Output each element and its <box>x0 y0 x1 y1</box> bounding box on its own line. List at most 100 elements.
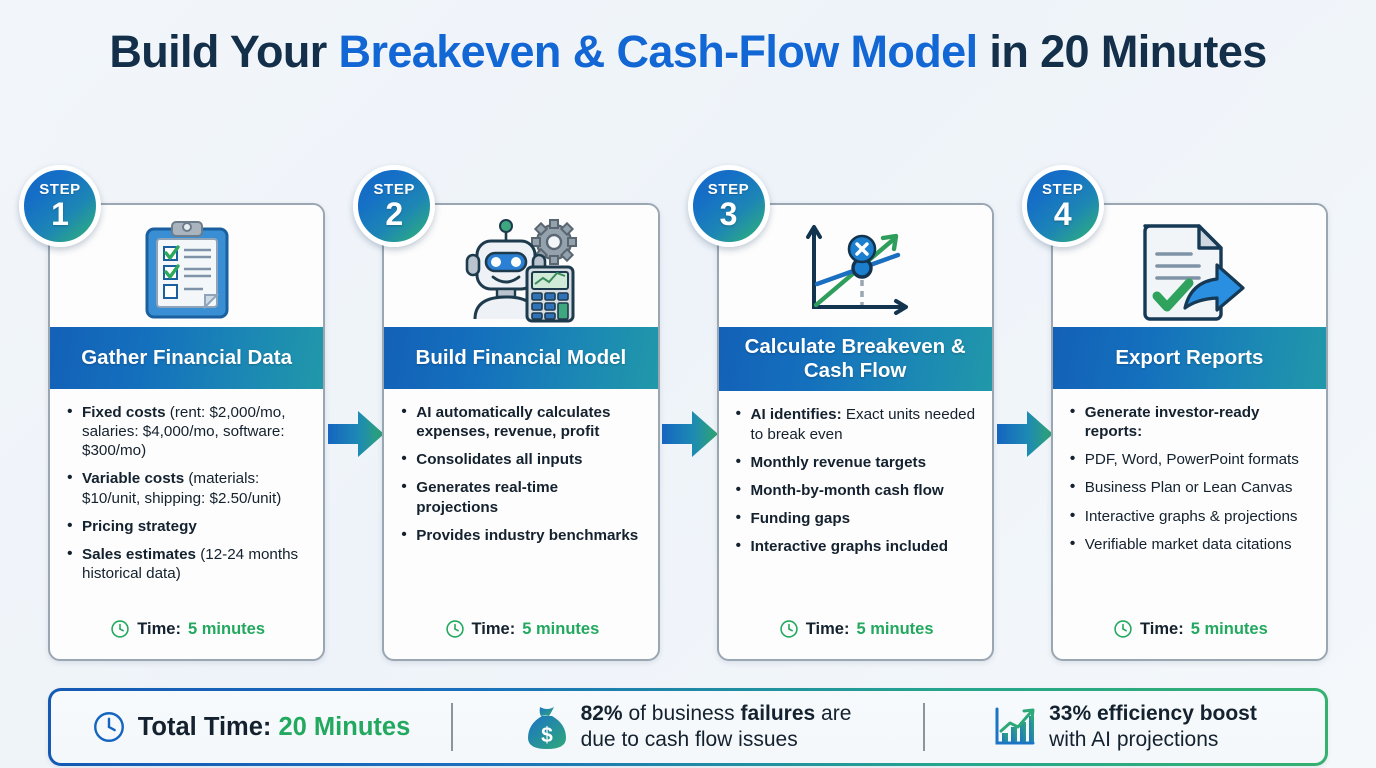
step-header-3: Calculate Breakeven & Cash Flow <box>718 327 992 392</box>
time-label: Time: <box>805 619 850 638</box>
list-item: Generate investor-ready reports: <box>1069 402 1312 441</box>
time-value: 5 minutes <box>187 619 265 638</box>
bullet-rest: Exact units needed to break even <box>750 406 976 443</box>
bullet-rest: Business Plan or Lean Canvas <box>1084 479 1293 497</box>
list-item: Pricing strategy <box>66 516 309 536</box>
robot-calculator-icon <box>465 219 577 323</box>
bullet-bold: Generate investor-ready reports: <box>1084 404 1260 441</box>
bullet-bold: Generates real-time projections <box>416 479 559 516</box>
bullet-bold: Provides industry benchmarks <box>416 526 639 544</box>
step-bullets-3: AI identifies: Exact units needed to bre… <box>735 404 978 565</box>
bullet-rest: (rent: $2,000/mo, salaries: $4,000/mo, s… <box>82 404 286 460</box>
stat-efficiency-text: 33% efficiency boost with AI projections <box>1049 701 1257 752</box>
stat-mid: of business <box>622 702 741 726</box>
step-badge-word: STEP <box>1041 181 1084 198</box>
step-bullets-4: Generate investor-ready reports: PDF, Wo… <box>1069 402 1312 563</box>
list-item: Sales estimates (12-24 months historical… <box>66 544 309 583</box>
connector-arrow-3-to-4 <box>996 411 1053 457</box>
step-card-4[interactable]: STEP 4 Export Reports Generate investor-… <box>1021 165 1328 661</box>
page-title-part1: Build Your <box>109 26 339 77</box>
step-bullets-1: Fixed costs (rent: $2,000/mo, salaries: … <box>66 402 309 592</box>
step-time-3: Time: 5 minutes <box>735 613 978 651</box>
bullet-rest: PDF, Word, PowerPoint formats <box>1084 451 1299 469</box>
page-title-part2: in 20 Minutes <box>977 26 1267 77</box>
step-card-2[interactable]: STEP 2 <box>353 165 719 661</box>
total-time-text: Total Time: 20 Minutes <box>138 713 411 742</box>
step-badge-number: 1 <box>51 196 69 232</box>
summary-bar: Total Time: 20 Minutes $ 82% of business… <box>48 688 1328 766</box>
step-badge-number: 4 <box>1053 196 1072 232</box>
list-item: Monthly revenue targets <box>735 452 978 472</box>
clock-icon <box>445 620 464 638</box>
summary-stat-efficiency: 33% efficiency boost with AI projections <box>925 691 1325 763</box>
list-item: Verifiable market data citations <box>1069 534 1312 554</box>
steps-row: STEP 1 Gather Financial <box>19 165 1328 661</box>
document-export-icon <box>1143 224 1245 321</box>
bullet-rest: Interactive graphs & projections <box>1084 507 1298 525</box>
time-value: 5 minutes <box>1190 619 1268 638</box>
list-item: Provides industry benchmarks <box>400 525 643 545</box>
growth-chart-icon <box>995 707 1035 745</box>
list-item: PDF, Word, PowerPoint formats <box>1069 449 1312 469</box>
connector-arrow-2-to-3 <box>662 411 719 457</box>
step-icon-container-4 <box>1052 205 1326 327</box>
stat-failures-line-2: due to cash flow issues <box>580 728 798 751</box>
step-icon-container-1 <box>50 205 324 327</box>
divider <box>451 703 453 751</box>
step-badge-word: STEP <box>707 181 750 198</box>
bullet-rest: Verifiable market data citations <box>1084 535 1292 553</box>
list-item: Consolidates all inputs <box>400 449 643 469</box>
step-body-2: AI automatically calculates expenses, re… <box>384 389 657 659</box>
bullet-bold: Monthly revenue targets <box>750 453 927 471</box>
time-value: 5 minutes <box>856 619 934 638</box>
total-time-value: 20 Minutes <box>278 712 411 741</box>
summary-total-time: Total Time: 20 Minutes <box>51 691 451 763</box>
page-title: Build Your Breakeven & Cash-Flow Model i… <box>0 27 1376 77</box>
stat-failures-text: 82% of business failures are due to cash… <box>581 701 852 752</box>
step-time-2: Time: 5 minutes <box>400 613 643 651</box>
step-bullets-2: AI automatically calculates expenses, re… <box>400 402 643 554</box>
divider <box>923 703 925 751</box>
stat-efficiency-line-1: 33% efficiency boost <box>1049 701 1257 727</box>
clock-icon <box>93 712 124 742</box>
step-header-1: Gather Financial Data <box>50 327 324 389</box>
list-item: AI identifies: Exact units needed to bre… <box>735 404 978 443</box>
time-label: Time: <box>1140 619 1184 638</box>
list-item: Interactive graphs & projections <box>1069 506 1312 526</box>
step-card-1[interactable]: STEP 1 Gather Financial <box>19 165 384 661</box>
stat-efficiency-headline: 33% efficiency boost <box>1049 702 1257 726</box>
step-card-3[interactable]: STEP 3 <box>687 165 1053 661</box>
step-badge-word: STEP <box>373 181 416 198</box>
step-header-2: Build Financial Model <box>384 327 658 389</box>
stat-keyword: failures <box>740 702 816 726</box>
bullet-bold: Variable costs <box>82 470 185 488</box>
connector-arrow-1-to-2 <box>328 411 384 457</box>
clock-icon <box>1114 620 1132 638</box>
step-badge-3: STEP 3 <box>687 165 770 247</box>
bullet-rest: (12-24 months historical data) <box>82 545 299 582</box>
bullet-bold: Pricing strategy <box>82 517 197 535</box>
step-badge-number: 2 <box>385 196 404 232</box>
step-time-4: Time: 5 minutes <box>1069 613 1312 651</box>
stat-efficiency-line-2: with AI projections <box>1049 728 1219 751</box>
step-body-1: Fixed costs (rent: $2,000/mo, salaries: … <box>50 389 323 659</box>
bullet-bold: Fixed costs <box>82 404 166 421</box>
time-label: Time: <box>471 619 516 638</box>
list-item: AI automatically calculates expenses, re… <box>400 402 643 441</box>
step-badge-number: 3 <box>719 196 738 232</box>
bullet-bold: Sales estimates <box>82 545 196 563</box>
list-item: Month-by-month cash flow <box>735 480 978 500</box>
step-body-4: Generate investor-ready reports: PDF, Wo… <box>1053 389 1326 659</box>
page-title-highlight: Breakeven & Cash-Flow Model <box>338 26 979 77</box>
step-badge-4: STEP 4 <box>1021 165 1104 247</box>
bullet-bold: Interactive graphs included <box>750 538 949 556</box>
step-time-1: Time: 5 minutes <box>66 613 309 651</box>
breakeven-chart-icon <box>806 225 909 315</box>
stat-end: are <box>815 702 852 726</box>
time-value: 5 minutes <box>522 619 600 638</box>
bullet-bold: AI identifies: <box>750 406 842 424</box>
step-body-3: AI identifies: Exact units needed to bre… <box>719 391 992 659</box>
list-item: Generates real-time projections <box>400 477 643 516</box>
bullet-bold: AI automatically calculates expenses, re… <box>416 404 611 441</box>
step-header-4: Export Reports <box>1052 327 1326 389</box>
